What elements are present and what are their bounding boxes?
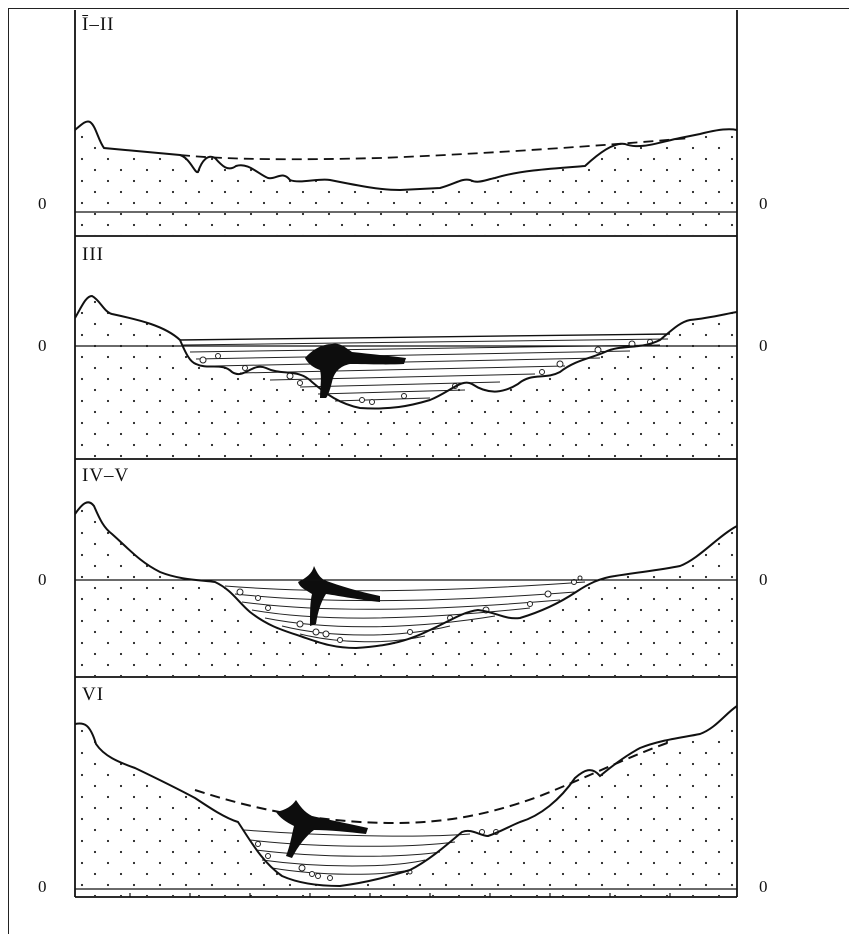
zero-label-left-4: 0 — [38, 877, 47, 896]
panel-2-surface-line — [75, 294, 737, 410]
panel-4-black-intrusion — [276, 800, 368, 858]
panel-4-profile — [75, 705, 737, 896]
panel-4-strata-lines — [243, 829, 471, 875]
zero-label-left-3: 0 — [38, 570, 47, 589]
panel-2-gravel-clasts — [199, 339, 653, 405]
stage-label-2: III — [82, 244, 104, 265]
panel-2-bedrock — [75, 296, 737, 458]
panel-3-surface-line — [75, 501, 737, 650]
panel-4-gravel-clasts — [255, 829, 499, 881]
panel-1-bedrock — [75, 121, 737, 235]
panel-1-surface-line — [75, 120, 737, 192]
stage-label-3: IV–V — [82, 465, 130, 486]
zero-label-left-2: 0 — [38, 336, 47, 355]
zero-label-right-2: 0 — [759, 336, 768, 355]
figure-frame-top — [8, 8, 849, 9]
panel-1-profile — [75, 120, 737, 235]
bottom-ticks — [129, 893, 671, 897]
panel-4-dashed-reference — [194, 741, 671, 824]
panel-2-profile — [75, 294, 737, 458]
zero-label-right-1: 0 — [759, 194, 768, 213]
zero-label-left-1: 0 — [38, 194, 47, 213]
zero-label-right-3: 0 — [759, 570, 768, 589]
panel-3-black-intrusion — [298, 566, 380, 626]
panel-3-gravel-clasts — [236, 575, 583, 643]
stage-label-1: Ī–II — [82, 14, 115, 35]
panel-4-bedrock — [75, 706, 737, 896]
zero-label-right-4: 0 — [759, 877, 768, 896]
stage-label-4: VI — [82, 684, 105, 705]
panel-3-profile — [75, 501, 737, 676]
panel-2-black-intrusion — [305, 343, 406, 398]
figure-frame-left — [8, 8, 9, 934]
panel-3-bedrock — [75, 502, 737, 676]
panel-2-sediment-top — [179, 333, 671, 341]
panel-1-dashed-reference — [179, 137, 691, 161]
panel-3-sediment-fill — [215, 576, 590, 648]
